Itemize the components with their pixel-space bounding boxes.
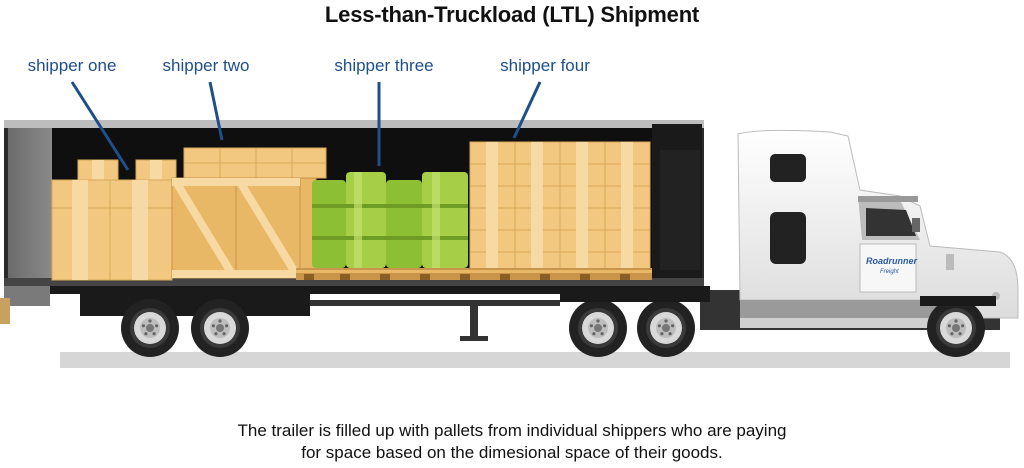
ground bbox=[60, 352, 1010, 368]
caption: The trailer is filled up with pallets fr… bbox=[0, 420, 1024, 464]
label-shipper-one: shipper one bbox=[28, 56, 117, 75]
shipper-four-cargo bbox=[469, 141, 651, 275]
callout-line-shipper-four bbox=[512, 81, 542, 139]
label-shipper-two: shipper two bbox=[163, 56, 250, 75]
label-shipper-three: shipper three bbox=[334, 56, 433, 75]
page-title: Less-than-Truckload (LTL) Shipment bbox=[324, 2, 700, 27]
caption-line-1: The trailer is filled up with pallets fr… bbox=[237, 421, 787, 440]
callout-line-shipper-one bbox=[70, 81, 130, 171]
wheels bbox=[121, 290, 996, 357]
shipper-one-cargo bbox=[51, 159, 177, 281]
truck-logo-brand: Roadrunner bbox=[866, 256, 918, 266]
truck-cab: Roadrunner Freight bbox=[700, 129, 1019, 330]
callout-line-shipper-two bbox=[208, 81, 224, 141]
label-shipper-four: shipper four bbox=[500, 56, 590, 75]
shipper-two-cargo bbox=[171, 147, 327, 279]
caption-line-2: for space based on the dimesional space … bbox=[301, 443, 723, 462]
shipper-three-cargo bbox=[312, 172, 468, 268]
pallets bbox=[296, 268, 652, 280]
truck-logo-sub: Freight bbox=[880, 269, 899, 275]
callout-lines bbox=[70, 81, 542, 171]
